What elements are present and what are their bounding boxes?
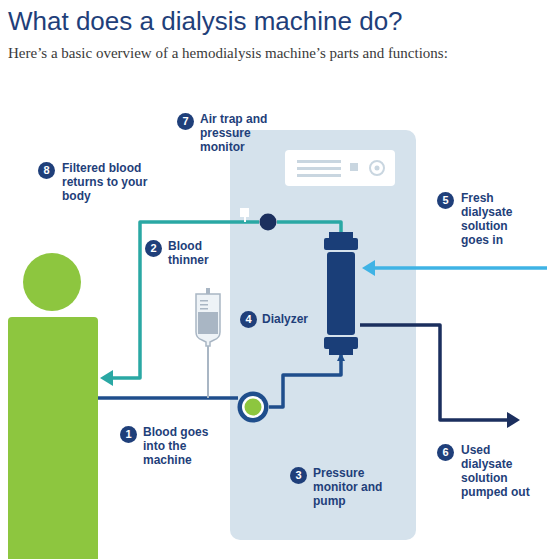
callout-label: Filtered blood returns to your body <box>62 161 148 203</box>
blood-line <box>98 396 238 400</box>
callout-number: 7 <box>177 113 194 130</box>
machine-cabinet <box>230 130 416 540</box>
machine-display <box>285 150 395 186</box>
callout-number: 6 <box>437 444 454 461</box>
pump-rotor <box>245 399 262 416</box>
person-body <box>8 317 98 559</box>
air-trap-stem <box>244 216 246 222</box>
display-line <box>297 174 341 177</box>
bag-mark <box>200 300 208 302</box>
air-trap-box <box>240 208 249 217</box>
callout-number: 8 <box>38 162 55 179</box>
bag-hook <box>206 288 210 294</box>
callout-number: 1 <box>120 426 137 443</box>
part-label: Dialyzer <box>262 312 320 326</box>
callout-number: 4 <box>240 311 257 328</box>
dialyzer-body <box>327 252 355 335</box>
fresh-dialysate-line <box>374 266 547 270</box>
display-button <box>350 163 358 171</box>
pump-outer <box>238 392 269 423</box>
return-line <box>112 222 259 378</box>
display-line <box>297 167 341 170</box>
callout-number: 3 <box>290 467 307 484</box>
pump-ring <box>242 396 264 418</box>
part-label: Blood thinner <box>168 239 228 267</box>
fresh-dialysate-arrowhead <box>362 260 375 276</box>
blood-thinner-bag-shape <box>194 288 222 346</box>
display-dial <box>370 161 384 175</box>
display-line <box>297 160 341 163</box>
callout-label: Used dialysate solution pumped out <box>461 443 533 499</box>
blood-thinner-bag: 2Blood thinner <box>194 288 222 346</box>
dialyzer-port <box>329 349 353 355</box>
tube-connector <box>269 355 341 407</box>
air-trap-shape <box>259 213 277 231</box>
air-trap: 7Air trap and pressure monitor <box>259 213 277 231</box>
bag-mark <box>200 308 208 310</box>
drip-tube <box>207 346 209 398</box>
used-dialysate-arrowhead <box>507 412 520 428</box>
callout-label: Blood goes into the machine <box>143 425 213 467</box>
callout-label: Fresh dialysate solution goes in <box>461 191 523 247</box>
return-arrowhead <box>100 370 113 386</box>
dialyzer-cap <box>324 238 358 250</box>
part-label: Air trap and pressure monitor <box>200 112 274 154</box>
air-trap-bulb <box>260 214 277 231</box>
callout-number: 2 <box>145 240 162 257</box>
part-label: Pressure monitor and pump <box>313 466 393 508</box>
dialyzer-cap <box>324 337 358 349</box>
used-dialysate-line <box>360 325 508 420</box>
tube-connector <box>277 222 341 232</box>
display-dial <box>375 166 380 171</box>
person-head <box>23 253 81 311</box>
bag-fluid <box>198 312 218 334</box>
page-title: What does a dialysis machine do? <box>8 6 403 36</box>
bag-outline <box>196 294 220 346</box>
pump-shape <box>237 391 269 423</box>
callout-number: 5 <box>437 192 454 209</box>
dialyzer-port <box>329 232 353 238</box>
dialyzer-shape <box>322 232 360 355</box>
pump: 3Pressure monitor and pump <box>237 391 269 423</box>
bag-mark <box>200 304 208 306</box>
dialyzer: 4Dialyzer <box>322 232 360 355</box>
subtitle: Here’s a basic overview of a hemodialysi… <box>8 44 448 62</box>
